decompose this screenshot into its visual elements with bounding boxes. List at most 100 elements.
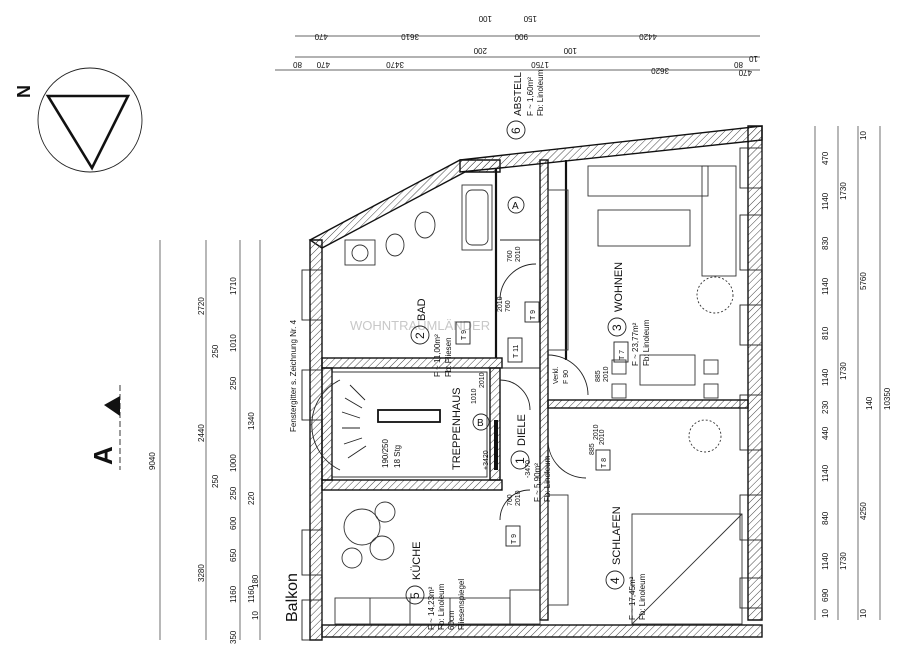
svg-text:T 8: T 8: [601, 458, 608, 468]
room-2-label: 2 BAD F ~ 11,00m² Fb: Fliesen: [410, 298, 453, 377]
svg-text:N: N: [14, 85, 34, 98]
section-marker: A: [88, 385, 121, 470]
svg-text:5760: 5760: [859, 272, 868, 290]
door-tags: T 11 T 9 T 9 T 7 T 8 T 9: [455, 301, 629, 547]
svg-text:F ~ 11,00m²: F ~ 11,00m²: [433, 334, 442, 377]
top-dim: 3470: [386, 60, 404, 69]
svg-text:440: 440: [821, 426, 830, 440]
svg-text:250: 250: [229, 376, 238, 390]
svg-text:2720: 2720: [197, 297, 206, 315]
stair-labels: TREPPENHAUS B 18 Stg 190/250 +3420 -3470: [381, 387, 532, 478]
svg-text:Verkl.: Verkl.: [553, 366, 560, 384]
svg-text:10: 10: [859, 609, 868, 618]
north-arrow-icon: N: [14, 67, 143, 173]
svg-text:760: 760: [507, 250, 514, 262]
svg-text:5: 5: [408, 592, 422, 599]
top-dim: 4420: [639, 32, 657, 41]
svg-text:BAD: BAD: [416, 298, 428, 321]
svg-text:F 90: F 90: [563, 370, 570, 384]
top-dim: 10: [749, 54, 758, 63]
svg-text:Fb: Fliesen: Fb: Fliesen: [444, 337, 453, 377]
svg-text:1140: 1140: [821, 277, 830, 295]
windows-right: [739, 147, 763, 609]
top-dim: 3610: [401, 32, 419, 41]
svg-text:2010: 2010: [515, 490, 522, 506]
top-dim: 470: [314, 32, 328, 41]
svg-text:F ~ 14,23m²: F ~ 14,23m²: [427, 586, 436, 630]
svg-text:1140: 1140: [821, 464, 830, 482]
svg-text:650: 650: [229, 548, 238, 562]
svg-text:885: 885: [589, 443, 596, 455]
top-dim: 200: [473, 46, 487, 55]
svg-text:2440: 2440: [197, 424, 206, 442]
svg-text:690: 690: [821, 588, 830, 602]
top-dim: 80: [734, 60, 743, 69]
svg-text:-3470: -3470: [525, 460, 532, 478]
bathroom-fixtures: [344, 184, 493, 266]
left-dimension-lines: [159, 240, 261, 640]
top-dim: 470: [738, 68, 752, 77]
svg-text:2010: 2010: [599, 429, 606, 445]
svg-text:1340: 1340: [247, 412, 256, 430]
top-dim: 80: [293, 60, 302, 69]
svg-text:1730: 1730: [839, 552, 848, 570]
svg-text:+3420: +3420: [483, 450, 490, 470]
svg-text:2010: 2010: [497, 296, 504, 312]
svg-text:840: 840: [821, 511, 830, 525]
svg-text:3280: 3280: [197, 564, 206, 582]
svg-text:F ~ 23,77m²: F ~ 23,77m²: [631, 322, 640, 366]
svg-text:1: 1: [513, 457, 527, 464]
misc-labels: A Verkl. F 90: [507, 196, 570, 384]
svg-text:1010: 1010: [471, 388, 478, 404]
svg-text:1710: 1710: [229, 277, 238, 295]
top-dim-row2: 200 100 80 470 3470 1750 3620 80 470 10: [293, 46, 758, 77]
svg-text:2010: 2010: [603, 366, 610, 382]
svg-text:10: 10: [251, 611, 260, 620]
svg-text:3: 3: [610, 324, 624, 331]
top-dim: 900: [514, 32, 528, 41]
svg-text:F ~ 17,45m²: F ~ 17,45m²: [628, 576, 637, 620]
svg-text:60cm: 60cm: [447, 610, 456, 630]
watermark: WOHNTRAUMLÄNDER: [350, 318, 490, 333]
svg-text:T 9: T 9: [530, 310, 537, 320]
kitchen-fixtures: [334, 501, 541, 625]
top-dim: 3620: [651, 66, 669, 75]
svg-text:2010: 2010: [479, 372, 486, 388]
door-dimensions: 760 2010 760 2010 885 2010 885 2010 2010…: [471, 246, 610, 506]
balcony-label: Balkon: [284, 573, 301, 622]
door-swings: [499, 263, 589, 521]
top-dim: 150: [523, 14, 537, 23]
svg-text:4: 4: [608, 577, 622, 584]
svg-text:6: 6: [509, 127, 523, 134]
svg-text:760: 760: [507, 494, 514, 506]
exterior-walls: [308, 125, 763, 641]
svg-text:Fliesenspiegel: Fliesenspiegel: [457, 579, 466, 630]
svg-text:T 7: T 7: [619, 350, 626, 360]
svg-text:1140: 1140: [821, 552, 830, 570]
svg-text:9040: 9040: [148, 452, 157, 470]
svg-text:Fb: Linoleum: Fb: Linoleum: [437, 583, 446, 630]
top-dimension-lines: [275, 35, 760, 71]
svg-text:WOHNEN: WOHNEN: [613, 262, 625, 312]
svg-text:10: 10: [859, 131, 868, 140]
top-dim: 100: [478, 14, 492, 23]
svg-text:Fb: Linoleum: Fb: Linoleum: [536, 69, 545, 116]
bedroom-furniture: [547, 419, 743, 625]
svg-text:230: 230: [821, 400, 830, 414]
left-dims: 1710 2720 250 1010 250 1340 2440 9040 10…: [148, 277, 260, 644]
room-4-label: 4 SCHLAFEN F ~ 17,45m² Fb: Linoleum: [605, 506, 647, 620]
top-dim: 470: [316, 60, 330, 69]
svg-text:190/250: 190/250: [381, 439, 390, 468]
svg-text:F ~ 1,60m²: F ~ 1,60m²: [526, 77, 535, 116]
svg-text:470: 470: [821, 151, 830, 165]
svg-text:A: A: [512, 201, 519, 212]
svg-text:1140: 1140: [821, 192, 830, 210]
svg-text:810: 810: [821, 326, 830, 340]
svg-text:180: 180: [251, 574, 260, 588]
svg-text:1160: 1160: [247, 585, 256, 603]
svg-text:140: 140: [865, 396, 874, 410]
svg-text:T 9: T 9: [461, 330, 468, 340]
svg-text:4250: 4250: [859, 502, 868, 520]
svg-text:1160: 1160: [229, 585, 238, 603]
